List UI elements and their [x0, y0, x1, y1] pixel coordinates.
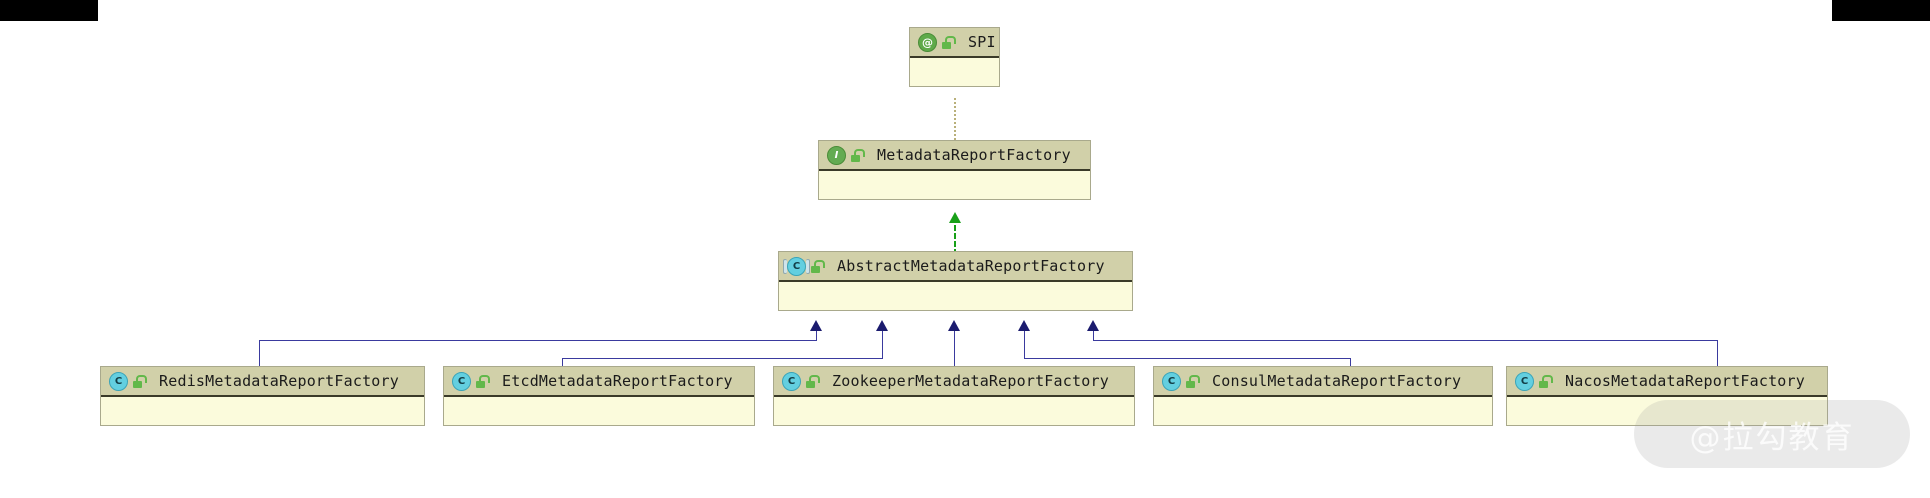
uml-node-redis-title: RedisMetadataReportFactory [159, 372, 399, 390]
unlocked-padlock-icon [1186, 374, 1200, 388]
interface-badge-icon: I [827, 145, 846, 165]
inheritance-arrowhead-redis [810, 320, 822, 331]
letterbox-bar-right [1832, 0, 1930, 21]
uml-node-spi-title: SPI [968, 33, 996, 51]
uml-node-abstract-metadata-report-factory[interactable]: C AbstractMetadataReportFactory [778, 251, 1133, 311]
connector-implements-line [954, 225, 956, 255]
uml-node-zookeeper-members [774, 397, 1134, 425]
connector-annotation-spi [954, 98, 956, 140]
class-badge-icon: C [1162, 371, 1181, 391]
inheritance-line-zookeeper [954, 331, 955, 366]
unlocked-padlock-icon [476, 374, 490, 388]
unlocked-padlock-icon [1539, 374, 1553, 388]
letterbox-bar-left [0, 0, 98, 21]
unlocked-padlock-icon [811, 259, 825, 273]
uml-node-metadata-report-factory-header: I MetadataReportFactory [819, 141, 1090, 171]
uml-node-abstract-metadata-report-factory-title: AbstractMetadataReportFactory [837, 257, 1105, 275]
unlocked-padlock-icon [851, 148, 865, 162]
unlocked-padlock-icon [133, 374, 147, 388]
connector-implements-arrowhead [949, 212, 961, 223]
uml-node-consul-members [1154, 397, 1492, 425]
inheritance-arrowhead-zookeeper [948, 320, 960, 331]
uml-node-metadata-report-factory-members [819, 171, 1090, 199]
inheritance-hrun-redis [259, 340, 817, 341]
inheritance-drop-consul [1350, 358, 1351, 366]
uml-node-redis-header: C RedisMetadataReportFactory [101, 367, 424, 397]
uml-node-nacos-header: C NacosMetadataReportFactory [1507, 367, 1827, 397]
uml-node-redis-members [101, 397, 424, 425]
inheritance-drop-etcd [562, 358, 563, 366]
uml-node-nacos-members [1507, 397, 1827, 425]
uml-node-zookeeper-title: ZookeeperMetadataReportFactory [832, 372, 1109, 390]
uml-node-metadata-report-factory-title: MetadataReportFactory [877, 146, 1071, 164]
uml-node-etcd-header: C EtcdMetadataReportFactory [444, 367, 754, 397]
class-badge-icon: C [782, 371, 801, 391]
class-badge-icon: C [109, 371, 128, 391]
abstract-class-badge-icon: C [783, 256, 810, 276]
uml-node-redis-metadata-report-factory[interactable]: C RedisMetadataReportFactory [100, 366, 425, 426]
uml-node-spi-members [910, 58, 999, 86]
class-badge-icon: C [1515, 371, 1534, 391]
uml-node-metadata-report-factory[interactable]: I MetadataReportFactory [818, 140, 1091, 200]
inheritance-arrowhead-consul [1018, 320, 1030, 331]
inheritance-hrun-etcd [562, 358, 883, 359]
uml-node-consul-header: C ConsulMetadataReportFactory [1154, 367, 1492, 397]
unlocked-padlock-icon [806, 374, 820, 388]
uml-node-etcd-metadata-report-factory[interactable]: C EtcdMetadataReportFactory [443, 366, 755, 426]
uml-node-zookeeper-metadata-report-factory[interactable]: C ZookeeperMetadataReportFactory [773, 366, 1135, 426]
inheritance-hrun-nacos [1093, 340, 1718, 341]
uml-node-etcd-members [444, 397, 754, 425]
uml-node-nacos-title: NacosMetadataReportFactory [1565, 372, 1805, 390]
inheritance-arrowhead-nacos [1087, 320, 1099, 331]
uml-node-abstract-metadata-report-factory-header: C AbstractMetadataReportFactory [779, 252, 1132, 282]
inheritance-arrowhead-etcd [876, 320, 888, 331]
uml-node-abstract-metadata-report-factory-members [779, 282, 1132, 310]
class-badge-icon: C [452, 371, 471, 391]
uml-node-nacos-metadata-report-factory[interactable]: C NacosMetadataReportFactory [1506, 366, 1828, 426]
inheritance-drop-redis [259, 340, 260, 366]
uml-node-zookeeper-header: C ZookeeperMetadataReportFactory [774, 367, 1134, 397]
uml-node-consul-metadata-report-factory[interactable]: C ConsulMetadataReportFactory [1153, 366, 1493, 426]
inheritance-stub-nacos [1093, 331, 1094, 340]
inheritance-stub-etcd [882, 331, 883, 358]
inheritance-stub-consul [1024, 331, 1025, 358]
unlocked-padlock-icon [942, 35, 956, 49]
inheritance-drop-nacos [1717, 340, 1718, 366]
inheritance-stub-redis [816, 331, 817, 340]
annotation-badge-icon: @ [918, 32, 937, 52]
uml-node-spi-header: @ SPI [910, 28, 999, 58]
uml-node-spi[interactable]: @ SPI [909, 27, 1000, 87]
uml-node-etcd-title: EtcdMetadataReportFactory [502, 372, 733, 390]
inheritance-hrun-consul [1024, 358, 1351, 359]
uml-node-consul-title: ConsulMetadataReportFactory [1212, 372, 1462, 390]
